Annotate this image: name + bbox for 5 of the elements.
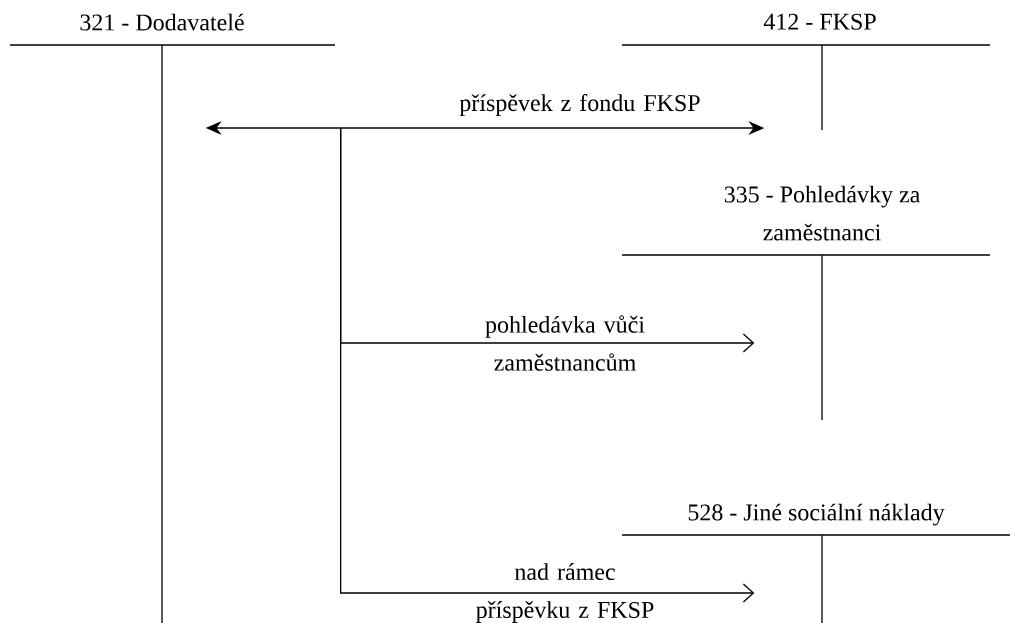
edge-label: příspěvek z fondu FKSP xyxy=(459,94,700,116)
edge-label: nad rámec příspěvku z FKSP xyxy=(476,563,654,623)
arrow xyxy=(340,127,755,603)
t-account: 321 - Dodavatelé xyxy=(9,13,336,623)
edge-label: pohledávka vůči zaměstnancům xyxy=(485,315,645,371)
